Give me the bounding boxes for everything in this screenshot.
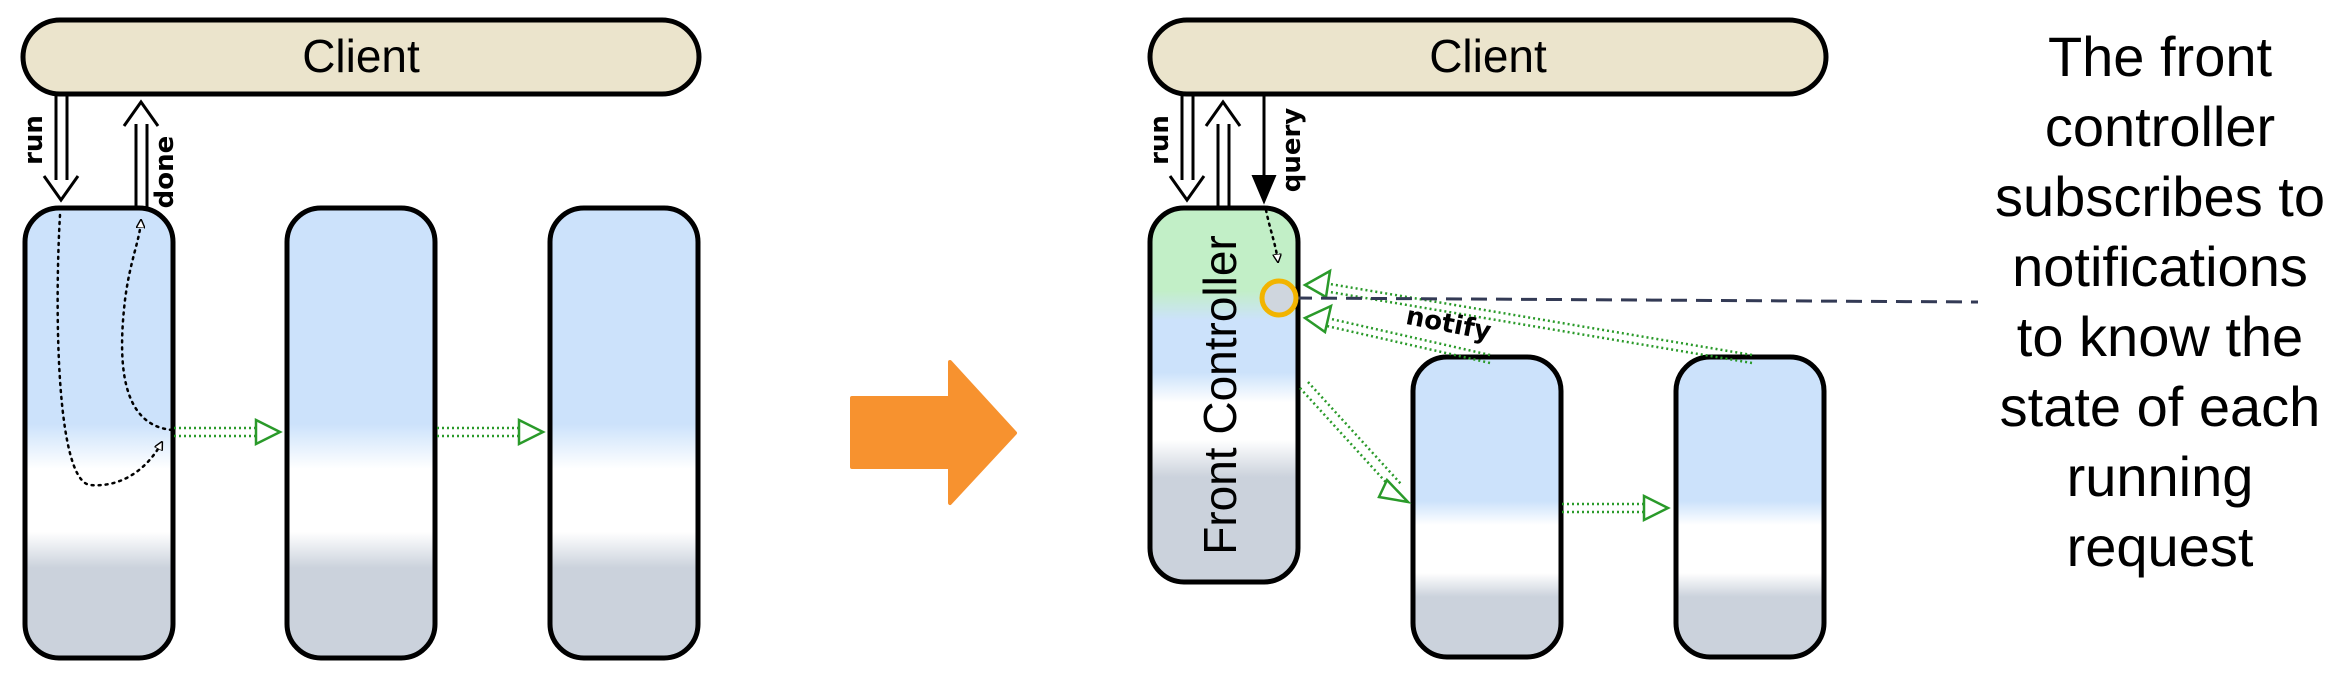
service-box-left-3	[547, 205, 701, 661]
client-box-right	[1147, 17, 1829, 97]
service-box-right-2	[1673, 354, 1827, 660]
done-arrow-right	[1204, 99, 1242, 208]
transition-arrow-icon	[850, 360, 1017, 505]
caption-line: request	[2066, 515, 2254, 578]
service-box-left-1	[22, 205, 176, 661]
caption-line: The front	[2047, 25, 2273, 88]
caption-text: The front controller subscribes to notif…	[1985, 22, 2335, 582]
service-call-arrow-right-2	[1562, 493, 1671, 523]
caption-pointer-line	[1295, 296, 1979, 304]
done-arrow-left	[122, 99, 160, 208]
run-label-left: run	[19, 115, 49, 165]
subscription-highlight-circle	[1259, 278, 1299, 318]
response-flow-path	[120, 218, 174, 432]
service-box-left-2	[284, 205, 438, 661]
client-label-right: Client	[1429, 30, 1547, 82]
run-label-right: run	[1145, 115, 1175, 165]
request-flow-path	[56, 213, 164, 487]
caption-line: to know the	[2016, 305, 2304, 368]
left-diagram: Client run done	[19, 17, 702, 661]
front-controller-label: Front Controller	[1194, 235, 1246, 555]
caption-line: subscribes to	[1995, 165, 2325, 228]
notify-arrow-1	[1302, 268, 1753, 365]
caption-line: notifications	[2012, 235, 2308, 298]
client-label-left: Client	[302, 30, 420, 82]
service-call-arrow-right-1	[1299, 381, 1412, 504]
client-box-left	[20, 17, 702, 97]
right-diagram: Client Front Controller run query	[1145, 17, 1979, 660]
query-arrow	[1251, 96, 1277, 205]
caption-line: state of each	[1999, 375, 2321, 438]
service-call-arrow-left-2	[437, 417, 546, 447]
caption-line: controller	[2044, 95, 2276, 158]
service-call-arrow-left-1	[174, 417, 283, 447]
service-box-right-1	[1410, 354, 1564, 660]
run-arrow-right	[1168, 96, 1206, 203]
caption-line: running	[2066, 445, 2254, 508]
query-label: query	[1277, 108, 1307, 193]
done-label-left: done	[150, 136, 180, 209]
notify-arrow-2	[1302, 303, 1491, 365]
run-arrow-left	[42, 96, 80, 203]
query-flow-path	[1264, 208, 1278, 262]
